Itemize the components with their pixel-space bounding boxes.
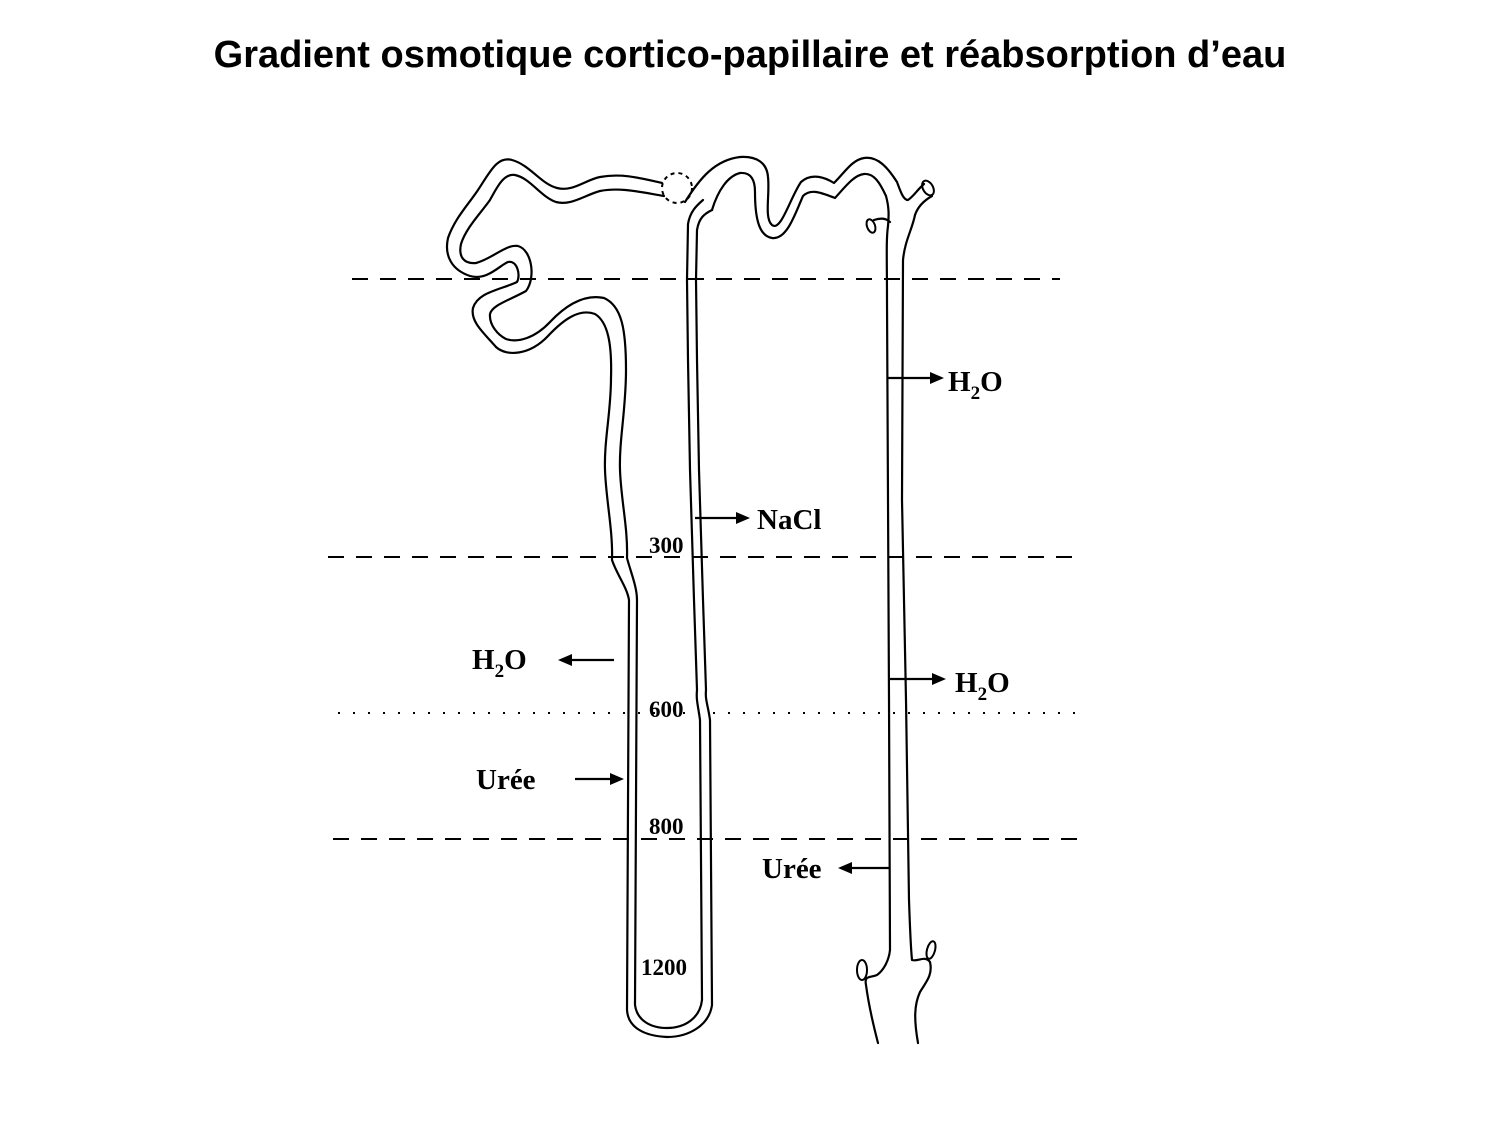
collecting-duct-left-stub xyxy=(865,218,877,234)
arrowhead-h2o-descending xyxy=(558,654,572,666)
label-uree-out: Urée xyxy=(762,853,822,885)
osmolarity-600: 600 xyxy=(649,697,684,722)
osmolarity-300: 300 xyxy=(649,533,684,558)
collecting-duct-bottom-right-stub xyxy=(925,940,937,960)
ascending-limb-left-wall xyxy=(685,198,705,1002)
label-h2o-collecting-lower: H2O xyxy=(955,667,1010,705)
collecting-duct-left-wall xyxy=(864,224,892,1045)
label-nacl: NaCl xyxy=(757,504,821,536)
label-h2o-collecting-upper: H2O xyxy=(948,366,1003,404)
arrowhead-uree-out xyxy=(838,862,852,874)
collecting-duct-top-stub xyxy=(921,179,935,197)
arrowhead-h2o-collecting-upper xyxy=(930,372,944,384)
distal-tubule-lower-wall xyxy=(710,171,890,240)
page-title: Gradient osmotique cortico-papillaire et… xyxy=(213,34,1287,76)
proximal-tubule-outer-wall xyxy=(445,158,714,1039)
arrowhead-nacl xyxy=(736,512,750,524)
osmolarity-1200: 1200 xyxy=(641,955,687,980)
collecting-duct-right-wall xyxy=(900,213,932,1045)
proximal-tubule-inner-wall xyxy=(459,173,704,1030)
arrowhead-h2o-collecting-lower xyxy=(932,673,946,685)
label-h2o-descending: H2O xyxy=(472,644,527,682)
ascending-limb-right-wall xyxy=(694,208,714,1007)
macula-densa-circle xyxy=(661,172,693,204)
osmolarity-800: 800 xyxy=(649,814,684,839)
label-uree-in: Urée xyxy=(476,764,536,796)
collecting-duct-left-branch xyxy=(872,217,892,224)
collecting-duct-bottom-left-stub xyxy=(856,959,868,981)
arrowhead-uree-in xyxy=(610,773,624,785)
distal-tubule-upper-wall xyxy=(683,155,926,227)
collecting-duct-top-right-wall xyxy=(913,194,934,217)
